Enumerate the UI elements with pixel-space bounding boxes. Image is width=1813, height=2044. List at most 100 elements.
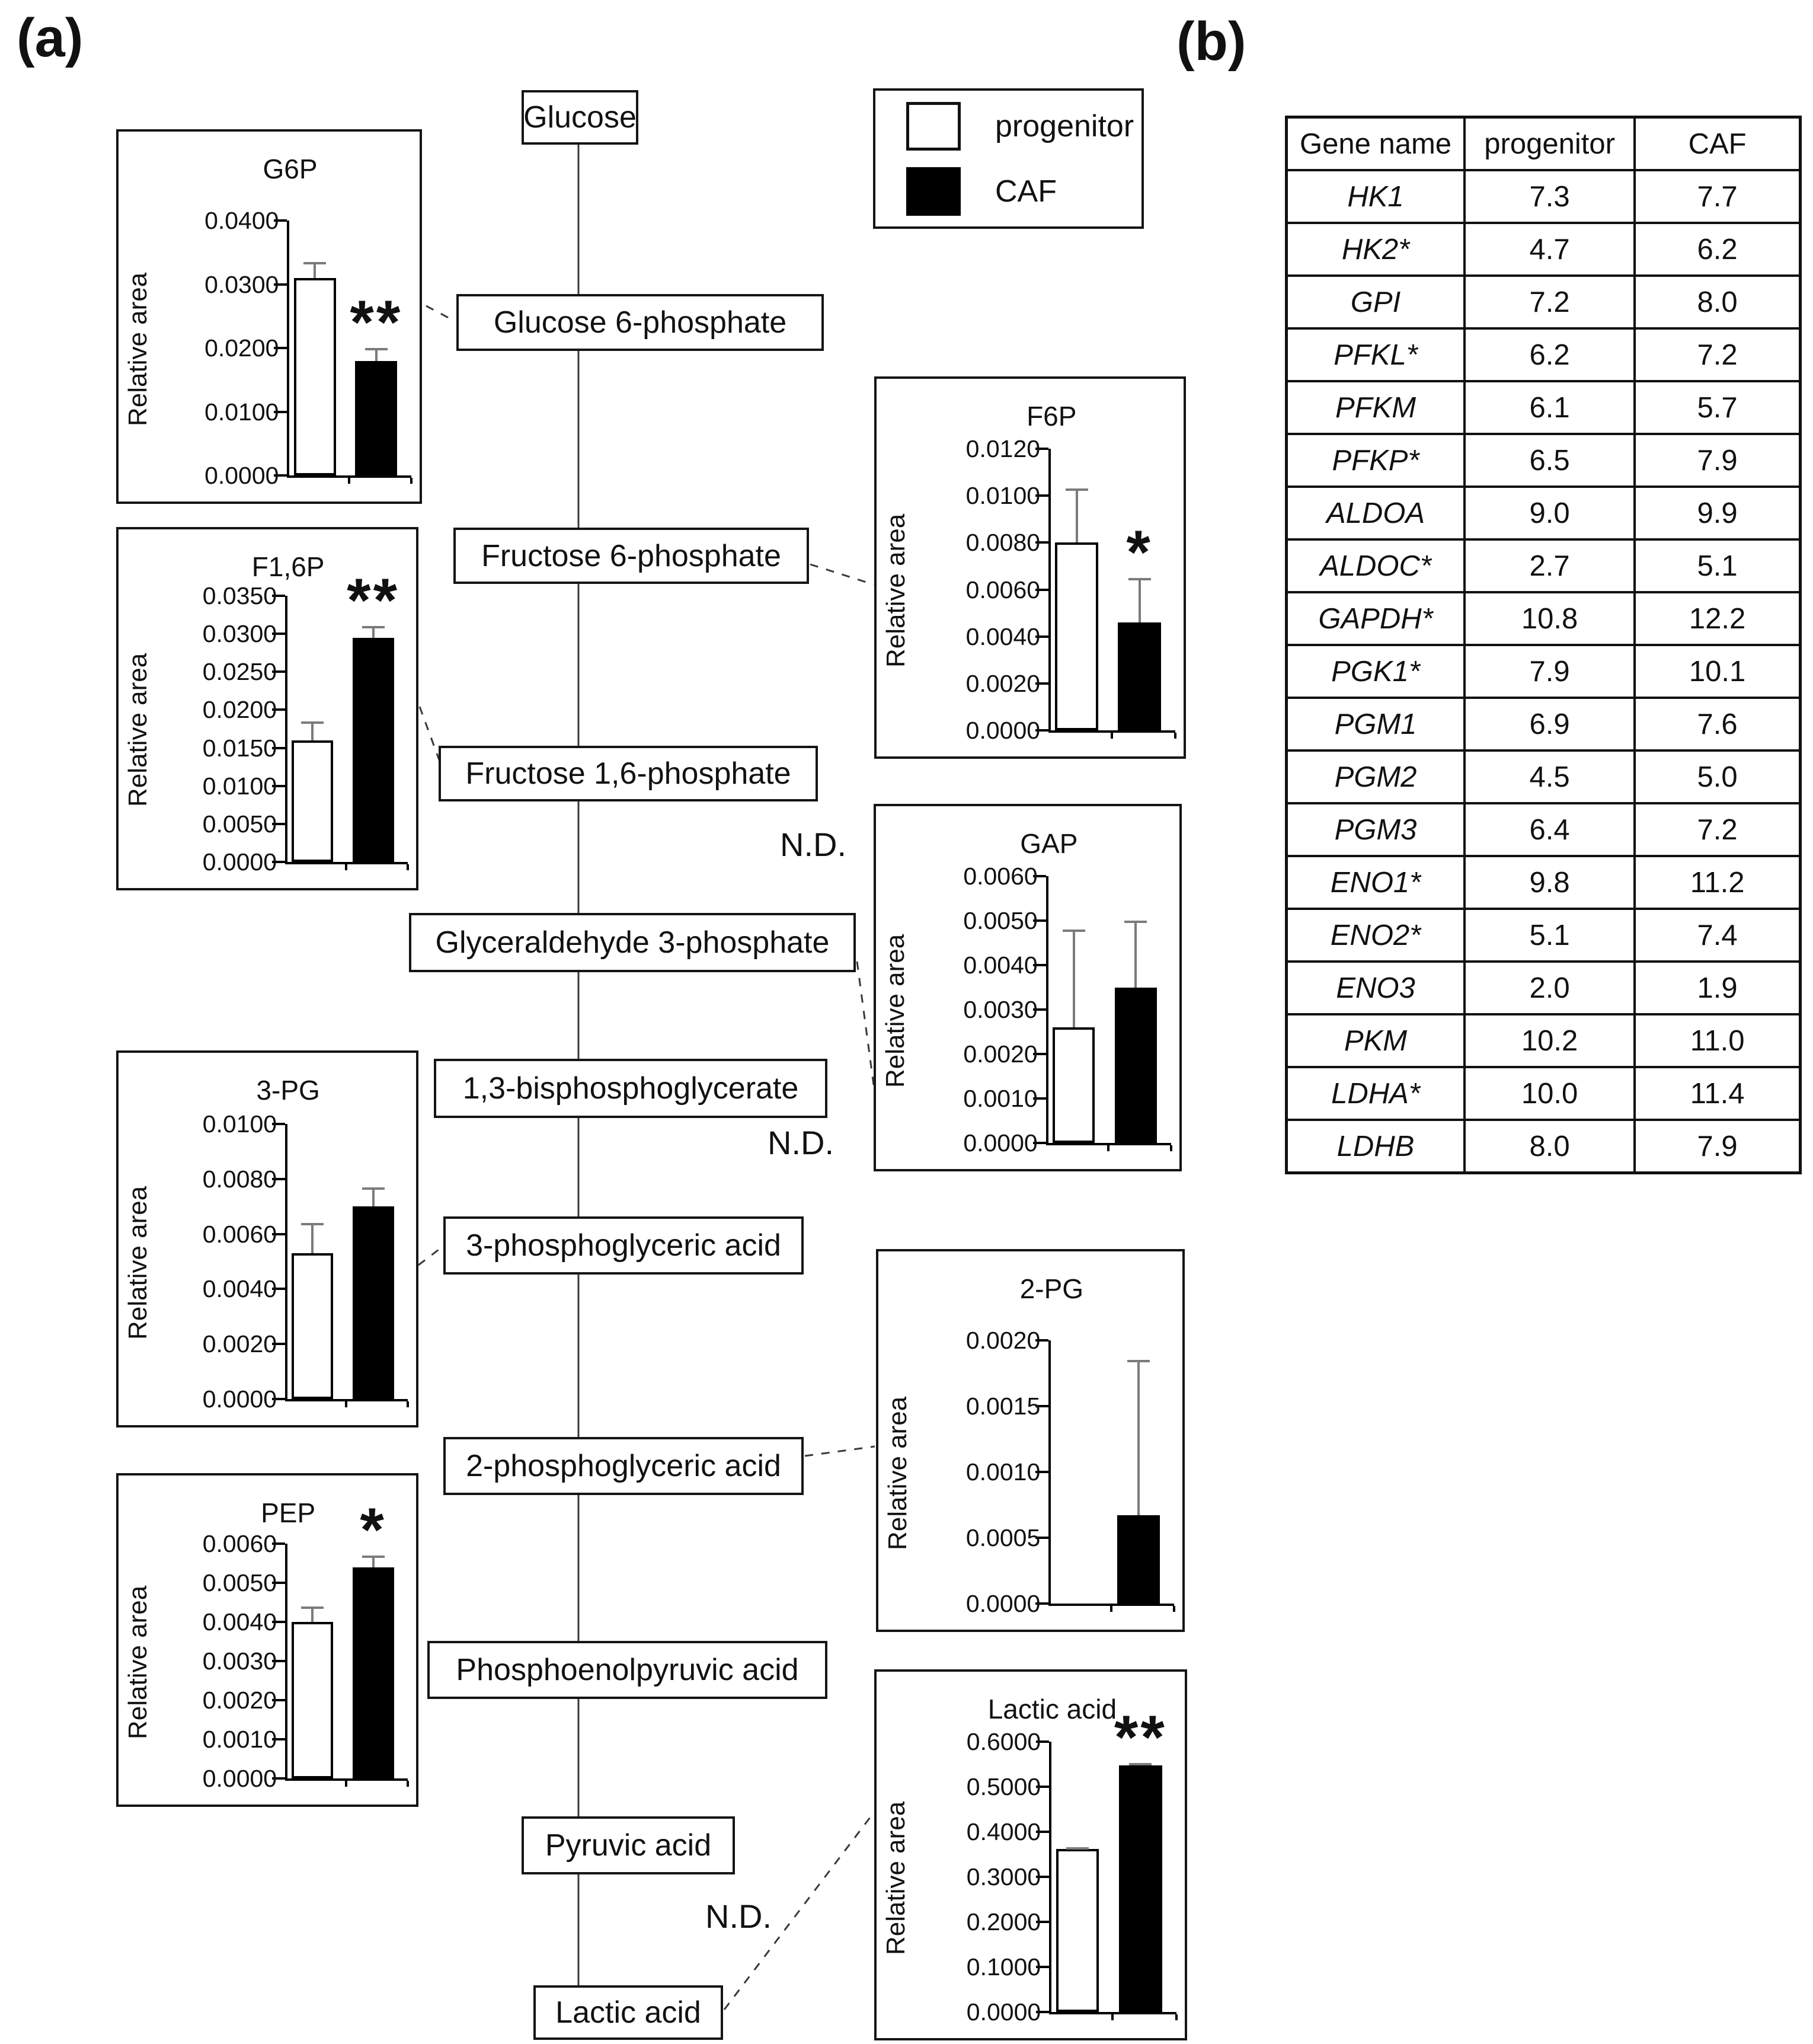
baseline-tick [1107, 1145, 1110, 1151]
bar-progenitor [1052, 1027, 1095, 1143]
axis-tick [1036, 1786, 1050, 1788]
axis-tick [272, 861, 286, 863]
bar-CAF [1118, 622, 1161, 730]
axis-tick-label: 0.0080 [202, 1165, 277, 1193]
gene-value-cell: 2.7 [1463, 538, 1636, 593]
gene-value-cell: 10.8 [1463, 591, 1636, 646]
gene-name-cell: HK2* [1285, 222, 1466, 277]
axis-tick-label: 0.5000 [966, 1773, 1041, 1800]
gene-value-cell: 10.1 [1633, 644, 1802, 699]
axis-tick [272, 670, 286, 673]
error-bar [375, 348, 378, 361]
nd-label-pyruvic: N.D. [705, 1898, 772, 1935]
axis-tick [1032, 1097, 1046, 1100]
gene-name-cell: ENO1* [1285, 855, 1466, 910]
axis-tick-label: 0.0040 [965, 622, 1041, 650]
gene-value-cell: 9.9 [1633, 486, 1802, 541]
axis-tick [1032, 919, 1046, 922]
axis-tick-label: 0.0150 [202, 734, 277, 762]
gene-name-cell: PGK1* [1285, 644, 1466, 699]
y-axis-label: Relative area [883, 1396, 912, 1550]
bar-CAF [352, 1567, 394, 1778]
axis-tick-label: 0.0200 [202, 696, 277, 724]
axis-tick-label: 0.0050 [202, 1569, 277, 1596]
gene-value-cell: 8.0 [1633, 274, 1802, 330]
significance-marker: * [360, 1495, 386, 1564]
axis-tick [1035, 1537, 1049, 1539]
gene-value-cell: 5.1 [1463, 908, 1636, 963]
gene-value-cell: 6.5 [1463, 433, 1636, 488]
axis-tick-label: 0.6000 [966, 1728, 1041, 1755]
axis-tick-label: 0.0020 [202, 1330, 277, 1358]
axis-tick [1035, 494, 1049, 497]
error-bar-cap [364, 348, 388, 350]
axis-tick-label: 0.0040 [963, 951, 1038, 979]
axis-tick-label: 0.0015 [965, 1393, 1041, 1420]
node-2-phosphoglyceric-acid: 2-phosphoglyceric acid [443, 1437, 804, 1495]
axis-tick [1032, 1053, 1046, 1056]
gene-value-cell: 7.2 [1633, 327, 1802, 382]
axis-tick-label: 0.2000 [966, 1908, 1041, 1936]
baseline-tick [1110, 733, 1113, 739]
gene-value-cell: 2.0 [1463, 960, 1636, 1015]
axis-tick-label: 0.0000 [204, 462, 279, 489]
bar-CAF [352, 637, 394, 862]
axis-tick-label: 0.0010 [963, 1085, 1038, 1113]
error-bar-cap [362, 1187, 385, 1190]
axis-tick [1035, 588, 1049, 591]
gene-name-cell: ENO3 [1285, 960, 1466, 1015]
axis-tick [1035, 682, 1049, 685]
chart-title: 2-PG [1019, 1273, 1084, 1304]
axis-tick [274, 347, 287, 349]
gene-value-cell: 6.4 [1463, 802, 1636, 857]
axis-tick [1036, 1831, 1050, 1834]
baseline-tick [1111, 2014, 1114, 2020]
axis-tick-label: 0.0100 [965, 482, 1041, 510]
axis-tick-label: 0.0030 [963, 996, 1038, 1023]
gene-name-cell: ALDOC* [1285, 538, 1466, 593]
connector-2pg [804, 1445, 875, 1457]
gene-value-cell: 5.0 [1633, 749, 1802, 804]
gene-value-cell: 4.5 [1463, 749, 1636, 804]
axis-tick-label: 0.0040 [202, 1608, 277, 1636]
node-fructose-16-phosphate: Fructose 1,6-phosphate [439, 746, 818, 801]
gene-value-cell: 7.3 [1463, 169, 1636, 224]
gene-name-cell: GPI [1285, 274, 1466, 330]
axis-tick [1036, 1740, 1050, 1743]
bar-CAF [1114, 987, 1157, 1143]
gene-name-cell: PGM3 [1285, 802, 1466, 857]
error-bar-cap [1065, 488, 1088, 491]
axis-tick-label: 0.4000 [966, 1818, 1041, 1846]
axis-tick-label: 0.0030 [202, 1647, 277, 1675]
axis-tick [1035, 1405, 1049, 1407]
axis-tick-label: 0.0040 [202, 1275, 277, 1303]
gene-value-cell: 5.7 [1633, 380, 1802, 435]
gene-value-cell: 9.8 [1463, 855, 1636, 910]
connector-3pg [418, 1245, 444, 1266]
legend-label: CAF [995, 174, 1057, 209]
axis-tick-label: 0.0060 [202, 1220, 277, 1248]
gene-name-cell: PKM [1285, 1013, 1466, 1068]
bar-progenitor [1056, 1848, 1099, 2012]
axis-tick [272, 1343, 286, 1346]
baseline-tick [406, 1401, 409, 1407]
error-bar-cap [362, 626, 385, 629]
axis-tick-label: 0.0005 [965, 1524, 1041, 1551]
error-bar-cap [362, 1555, 385, 1558]
error-bar-cap [1128, 577, 1151, 580]
chart-title: F1,6P [251, 551, 325, 582]
connector-gap [856, 961, 877, 1098]
baseline-tick [345, 1401, 348, 1407]
legend-item-caf: CAF [906, 167, 1141, 216]
